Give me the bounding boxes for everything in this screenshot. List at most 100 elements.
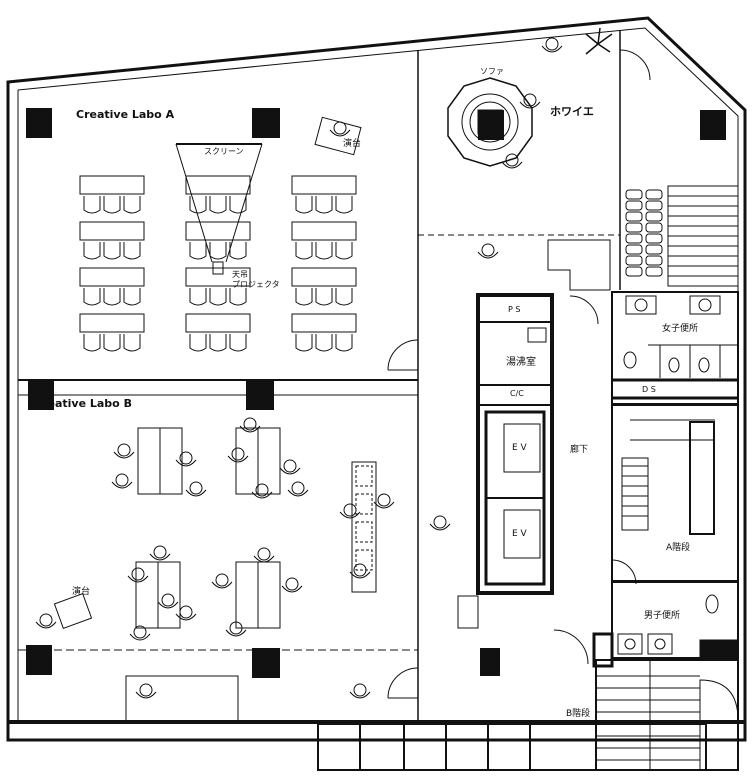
- person-icon: [349, 683, 371, 699]
- person-icon: [227, 447, 249, 463]
- labo-b-tables: [125, 427, 377, 723]
- stair-a: [611, 404, 739, 582]
- chair-icon: [229, 334, 247, 352]
- chair-icon: [229, 196, 247, 214]
- chair-icon: [209, 288, 227, 306]
- label-stair-b: B階段: [566, 709, 591, 719]
- round-sofa: [447, 77, 533, 167]
- person-icon: [135, 683, 157, 699]
- chair-icon: [295, 334, 313, 352]
- label-corridor: 廊下: [570, 445, 589, 455]
- balcony-bays: [317, 723, 707, 771]
- person-icon: [349, 563, 371, 579]
- chair-icon: [335, 196, 353, 214]
- chair-icon: [83, 288, 101, 306]
- person-icon: [279, 459, 301, 475]
- chair-icon: [123, 242, 141, 260]
- chair-icon: [189, 242, 207, 260]
- chair-icon: [83, 242, 101, 260]
- chair-icon: [315, 196, 333, 214]
- label-kitchenette: 湯沸室: [506, 357, 536, 368]
- person-icon: [541, 37, 563, 53]
- chair-icon: [83, 334, 101, 352]
- person-icon: [429, 515, 451, 531]
- chair-icon: [315, 242, 333, 260]
- chair-icon: [103, 334, 121, 352]
- restroom-core: [611, 291, 739, 405]
- building-core: [476, 239, 611, 595]
- chair-icon: [123, 334, 141, 352]
- label-ev-2: E V: [512, 529, 527, 539]
- chair-icon: [315, 334, 333, 352]
- label-creative-labo-b: Creative Labo B: [34, 397, 132, 410]
- stacked-chair-icon: [645, 222, 663, 233]
- chair-icon: [103, 288, 121, 306]
- labo-a-chairs: [83, 196, 353, 352]
- stacked-chair-icon: [645, 200, 663, 211]
- podium-a: [314, 116, 362, 156]
- columns: [26, 108, 726, 678]
- chair-icon: [103, 196, 121, 214]
- chair-icon: [335, 242, 353, 260]
- stair-b: [595, 659, 739, 771]
- label-womens-restroom: 女子便所: [662, 324, 699, 334]
- doors: [387, 49, 651, 699]
- stacked-chair-icon: [645, 244, 663, 255]
- person-icon: [113, 443, 135, 459]
- stacked-chair-icon: [625, 222, 643, 233]
- stacked-chair-icon: [625, 255, 643, 266]
- chair-icon: [209, 242, 227, 260]
- stacked-chair-icon: [645, 211, 663, 222]
- foyer-stair: [667, 185, 739, 287]
- person-icon: [127, 567, 149, 583]
- person-icon: [175, 451, 197, 467]
- label-sofa: ソファ: [480, 67, 504, 76]
- chair-icon: [295, 196, 313, 214]
- label-creative-labo-a: Creative Labo A: [76, 108, 175, 121]
- chair-icon: [189, 334, 207, 352]
- stacked-chair-icon: [645, 189, 663, 200]
- chair-icon: [103, 242, 121, 260]
- stacked-chair-icon: [625, 189, 643, 200]
- label-ev-1: E V: [512, 443, 527, 453]
- person-icon: [373, 493, 395, 509]
- label-ps: P S: [508, 305, 521, 314]
- label-podium-a: 演台: [343, 139, 362, 149]
- chair-icon: [229, 242, 247, 260]
- people-icons: [35, 37, 563, 699]
- person-icon: [287, 481, 309, 497]
- person-icon: [251, 483, 273, 499]
- stacked-chair-icon: [645, 255, 663, 266]
- person-icon: [339, 503, 361, 519]
- label-foyer: ホワイエ: [550, 105, 594, 118]
- person-icon: [129, 625, 151, 641]
- label-cc: C/C: [510, 389, 524, 398]
- plant-icon: [585, 27, 613, 55]
- person-icon: [253, 547, 275, 563]
- foyer-chair-stack: [625, 189, 663, 277]
- chair-icon: [315, 288, 333, 306]
- person-icon: [239, 417, 261, 433]
- chair-icon: [295, 288, 313, 306]
- person-icon: [185, 481, 207, 497]
- counter-seats: [355, 465, 373, 571]
- person-icon: [225, 621, 247, 637]
- chair-icon: [335, 288, 353, 306]
- stacked-chair-icon: [625, 233, 643, 244]
- chair-icon: [123, 288, 141, 306]
- chair-icon: [83, 196, 101, 214]
- label-podium-b: 演台: [72, 587, 91, 597]
- stacked-chair-icon: [625, 266, 643, 277]
- screen-projection: [175, 143, 263, 275]
- labo-a-desks: [79, 175, 357, 333]
- interior-walls: [18, 30, 621, 722]
- label-ds: D S: [642, 385, 656, 394]
- chair-icon: [209, 334, 227, 352]
- mens-restroom: [592, 581, 739, 668]
- stacked-chair-icon: [625, 211, 643, 222]
- person-icon: [501, 153, 523, 169]
- label-mens-restroom: 男子便所: [644, 611, 681, 621]
- chair-icon: [295, 242, 313, 260]
- chair-icon: [335, 334, 353, 352]
- person-icon: [35, 613, 57, 629]
